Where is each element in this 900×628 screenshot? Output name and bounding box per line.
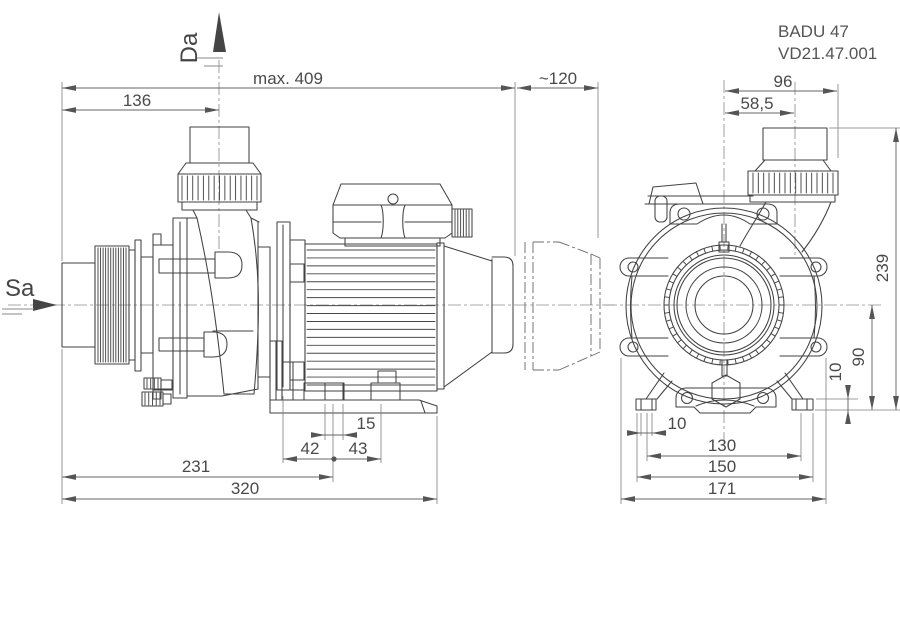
dim-base-length: 320 [231,479,259,498]
flow-labels: Sa Da [2,12,226,315]
hex-drain-plug [711,374,741,408]
suction-nut-ribs [97,247,127,363]
terminal-box-screw [387,193,399,205]
dim-overall-max: max. 409 [253,69,323,88]
dim-slot-centers: 130 [708,436,736,455]
front-feet [635,372,814,411]
drawing-number: VD21.47.001 [778,44,877,63]
front-nut-ribs [752,172,834,194]
dim-axis-to-base: 90 [849,348,868,367]
terminal-box [332,183,453,247]
clamp-lugs [619,257,828,357]
clearance-phantom-outline [524,241,601,371]
dim-inlet-to-discharge: 136 [123,91,151,110]
dim-foot-offset-left: 42 [301,439,320,458]
dim-foot-offset-right: 43 [349,439,368,458]
front-suction-union [663,223,785,366]
dim-slot-length: 15 [357,414,376,433]
drain-plug [141,377,173,407]
bottom-bracket [675,359,777,414]
discharge-port [177,126,262,219]
cable-gland [451,208,473,238]
suction-flow-arrow-icon [33,299,57,311]
discharge-label: Da [176,32,203,63]
centerlines [8,60,884,448]
suction-port [61,239,154,372]
title-block: BADU 47 VD21.47.001 [778,22,877,63]
dim-slot-width: 10 [668,414,687,433]
dim-axis-to-discharge-axis: 58,5 [740,94,773,113]
suction-flow-marks [2,308,34,315]
fan-cover [436,242,514,390]
discharge-flow-marks [197,57,223,67]
motor-feet [303,370,401,401]
discharge-flow-arrow-icon [213,12,226,52]
discharge-nut-ribs [181,175,258,201]
motor-fins [306,249,436,386]
casing-outline [625,207,823,405]
union-nut-teeth [663,244,785,366]
dim-pad-height: 10 [826,363,845,382]
dim-pad-span: 150 [708,457,736,476]
model-name: BADU 47 [778,22,849,41]
dim-inlet-to-foot-axis: 231 [182,457,210,476]
front-view [619,127,839,414]
dimension-annotations: max. 409 136 ~120 15 42 43 231 320 96 58… [61,69,900,504]
side-view [61,126,514,414]
front-discharge-port [739,127,839,253]
top-bracket [644,182,778,225]
suction-label: Sa [5,275,35,302]
motor [276,183,514,401]
base-plate [269,340,438,414]
dim-axis-to-union-edge: 96 [774,72,793,91]
strainer-lid [152,217,243,400]
pump-casing [141,217,271,407]
dim-overall-width: 171 [708,479,736,498]
dim-clearance: ~120 [539,69,577,88]
dim-overall-height: 239 [873,254,892,282]
